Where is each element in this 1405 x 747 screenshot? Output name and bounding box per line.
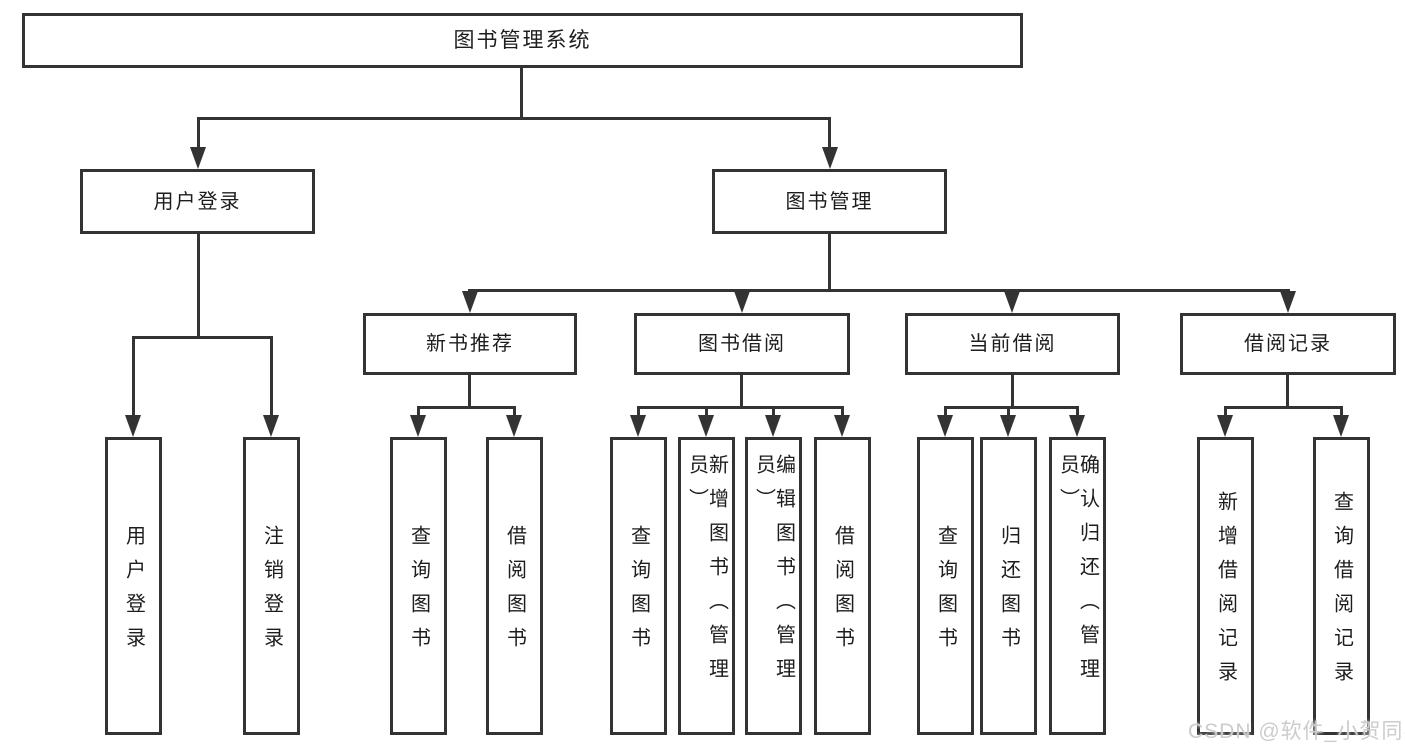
connector-line [468,375,471,409]
arrowhead-down-icon [765,415,781,437]
connector-line [944,406,1079,409]
node-root: 图书管理系统 [22,13,1023,68]
leaf-bb-edit-books-admin: 编辑图书（管理员） [745,437,802,735]
connector-line [197,117,831,120]
csdn-watermark: CSDN @软件_小贺同学 [1188,720,1405,743]
leaf-cb-return-books: 归还图书 [980,437,1037,735]
arrowhead-down-icon [822,147,838,169]
connector-line [1224,406,1227,417]
leaf-user-login: 用户登录 [105,437,162,735]
connector-line [513,406,516,417]
connector-line [1076,406,1079,417]
connector-line [740,375,743,409]
arrowhead-down-icon [1004,291,1020,313]
arrowhead-down-icon [190,147,206,169]
connector-line [270,336,273,417]
node-current-borrowing: 当前借阅 [905,313,1120,375]
arrowhead-down-icon [125,415,141,437]
connector-line [417,406,420,417]
connector-line [132,336,273,339]
connector-line [1011,375,1014,409]
leaf-cb-query-books: 查询图书 [917,437,974,735]
leaf-br-query-record: 查询借阅记录 [1313,437,1370,735]
arrowhead-down-icon [834,415,850,437]
connector-line [772,406,775,417]
leaf-logout-login: 注销登录 [243,437,300,735]
arrowhead-down-icon [937,415,953,437]
leaf-cb-confirm-return-admin: 确认归还（管理员） [1049,437,1106,735]
connector-line [197,117,200,149]
arrowhead-down-icon [1069,415,1085,437]
leaf-rec-query-books: 查询图书 [390,437,447,735]
arrowhead-down-icon [630,415,646,437]
connector-line [468,289,1290,292]
connector-line [705,406,708,417]
leaf-bb-borrow-books: 借阅图书 [814,437,871,735]
arrowhead-down-icon [506,415,522,437]
leaf-bb-query-books: 查询图书 [610,437,667,735]
arrowhead-down-icon [1217,415,1233,437]
node-book-management: 图书管理 [712,169,947,234]
connector-line [132,336,135,417]
arrowhead-down-icon [462,291,478,313]
connector-line [1224,406,1343,409]
connector-line [828,117,831,149]
connector-line [944,406,947,417]
arrowhead-down-icon [698,415,714,437]
leaf-rec-borrow-books: 借阅图书 [486,437,543,735]
connector-line [828,234,831,292]
connector-line [841,406,844,417]
node-book-borrowing: 图书借阅 [634,313,850,375]
connector-line [637,406,844,409]
connector-line [520,68,523,118]
node-borrowing-records: 借阅记录 [1180,313,1396,375]
connector-line [1340,406,1343,417]
connector-line [197,234,200,338]
arrowhead-down-icon [263,415,279,437]
arrowhead-down-icon [1000,415,1016,437]
connector-line [1286,375,1289,409]
node-user-login: 用户登录 [80,169,315,234]
leaf-br-add-record: 新增借阅记录 [1197,437,1254,735]
node-new-book-recommend: 新书推荐 [363,313,577,375]
arrowhead-down-icon [1280,291,1296,313]
leaf-bb-add-books-admin: 新增图书（管理员） [678,437,735,735]
arrowhead-down-icon [734,291,750,313]
connector-line [1007,406,1010,417]
connector-line [417,406,516,409]
arrowhead-down-icon [410,415,426,437]
connector-line [637,406,640,417]
arrowhead-down-icon [1333,415,1349,437]
